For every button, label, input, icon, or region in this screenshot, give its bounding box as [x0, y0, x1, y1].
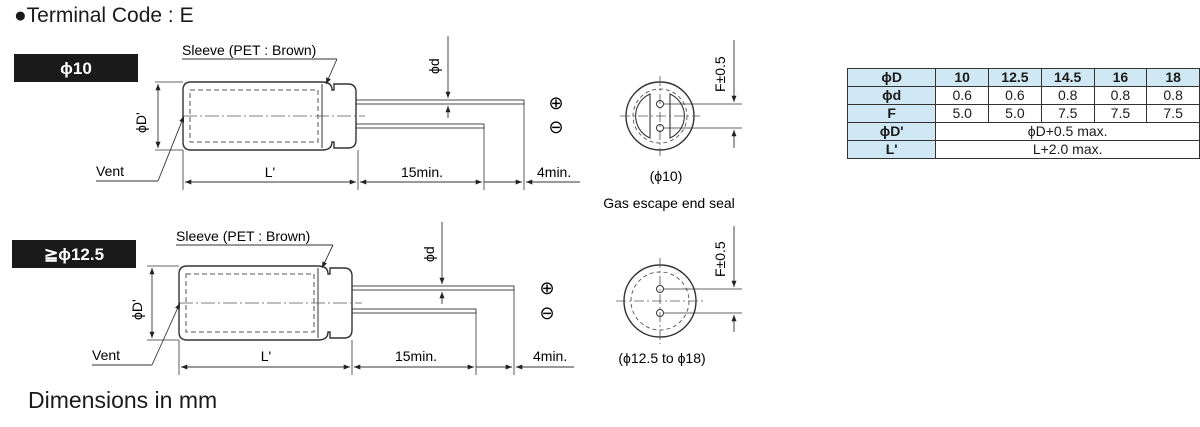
table-column-header: 10 — [935, 68, 990, 87]
page-title: ●Terminal Code : E — [14, 4, 194, 27]
table-column-header: 18 — [1146, 68, 1200, 87]
table-row-label: L' — [846, 140, 937, 159]
top-size-badge-bg — [14, 54, 138, 82]
bottom-lead-diameter-label: ϕd — [421, 246, 437, 262]
table-header-row: ϕD 10 12.5 14.5 16 18 — [846, 68, 1200, 87]
table-row: ϕd 0.6 0.6 0.8 0.8 0.8 — [846, 86, 1200, 105]
top-lead-diameter-label: ϕd — [426, 58, 442, 74]
top-lead-positive — [355, 99, 525, 105]
top-capacitor-body — [182, 81, 357, 151]
table-row: L' L+2.0 max. — [846, 140, 1200, 159]
top-offset-label: 4min. — [537, 164, 571, 180]
table-row: ϕD' ϕD+0.5 max. — [846, 122, 1200, 141]
table-cell: 5.0 — [935, 104, 990, 123]
table-cell: 7.5 — [1146, 104, 1200, 123]
bottom-end-view-caption: (ϕ12.5 to ϕ18) — [618, 350, 705, 366]
table-cell: ϕD+0.5 max. — [935, 122, 1200, 141]
table-row-label: F — [846, 104, 937, 123]
bottom-drawing: ≧ϕ12.5 Sleeve (PET : Brown) ϕD' ϕd Vent … — [12, 222, 742, 375]
bottom-minus-symbol: ⊖ — [539, 303, 554, 323]
table-cell: L+2.0 max. — [935, 140, 1200, 159]
table-cell: 0.8 — [1040, 86, 1095, 105]
top-vent-label: Vent — [96, 163, 124, 179]
top-seal-left — [635, 93, 651, 139]
top-lead-negative — [355, 123, 485, 129]
table-cell: 0.8 — [1146, 86, 1200, 105]
table-column-header: 14.5 — [1040, 68, 1095, 87]
bottom-lead-positive — [351, 285, 515, 291]
bottom-size-badge: ≧ϕ12.5 — [44, 245, 104, 264]
table-row: F 5.0 5.0 7.5 7.5 7.5 — [846, 104, 1200, 123]
top-end-view-caption: (ϕ10) — [650, 168, 683, 184]
bottom-offset-label: 4min. — [533, 348, 567, 364]
bottom-lead-negative — [351, 308, 477, 314]
top-sleeve-label: Sleeve (PET : Brown) — [182, 42, 316, 58]
bottom-pitch-label: F±0.5 — [712, 241, 728, 277]
bottom-diameter-label: ϕD' — [129, 299, 145, 320]
table-row-label: ϕD' — [846, 122, 937, 141]
bottom-lead-length-label: 15min. — [395, 348, 437, 364]
top-minus-symbol: ⊖ — [548, 117, 563, 137]
top-size-badge: ϕ10 — [60, 59, 92, 78]
bottom-length-label: L' — [261, 348, 271, 364]
top-plus-symbol: ⊕ — [548, 93, 563, 113]
top-length-label: L' — [265, 164, 275, 180]
bottom-vent-label: Vent — [92, 347, 120, 363]
table-header-label: ϕD — [846, 68, 937, 87]
bottom-capacitor-body — [178, 265, 353, 341]
bottom-plus-symbol: ⊕ — [539, 278, 554, 298]
table-cell: 5.0 — [988, 104, 1042, 123]
dimensions-note: Dimensions in mm — [28, 387, 218, 413]
table-cell: 0.6 — [988, 86, 1042, 105]
table-cell: 7.5 — [1040, 104, 1095, 123]
table-cell: 0.6 — [935, 86, 990, 105]
table-row-label: ϕd — [846, 86, 937, 105]
table-column-header: 12.5 — [988, 68, 1042, 87]
bottom-sleeve-label: Sleeve (PET : Brown) — [176, 228, 310, 244]
bottom-size-badge-bg — [12, 240, 136, 268]
top-drawing: ϕ10 Sleeve (PET : Brown) ϕD' ϕd Vent L — [14, 36, 742, 211]
table-cell: 0.8 — [1093, 86, 1148, 105]
seal-caption: Gas escape end seal — [603, 195, 735, 211]
dimension-table: ϕD 10 12.5 14.5 16 18 ϕd 0.6 0.6 0.8 0.8… — [846, 68, 1200, 159]
top-lead-length-label: 15min. — [401, 164, 443, 180]
top-seal-right — [669, 93, 685, 139]
top-pitch-label: F±0.5 — [712, 56, 728, 92]
table-column-header: 16 — [1093, 68, 1148, 87]
top-diameter-label: ϕD' — [133, 112, 149, 133]
table-cell: 7.5 — [1093, 104, 1148, 123]
